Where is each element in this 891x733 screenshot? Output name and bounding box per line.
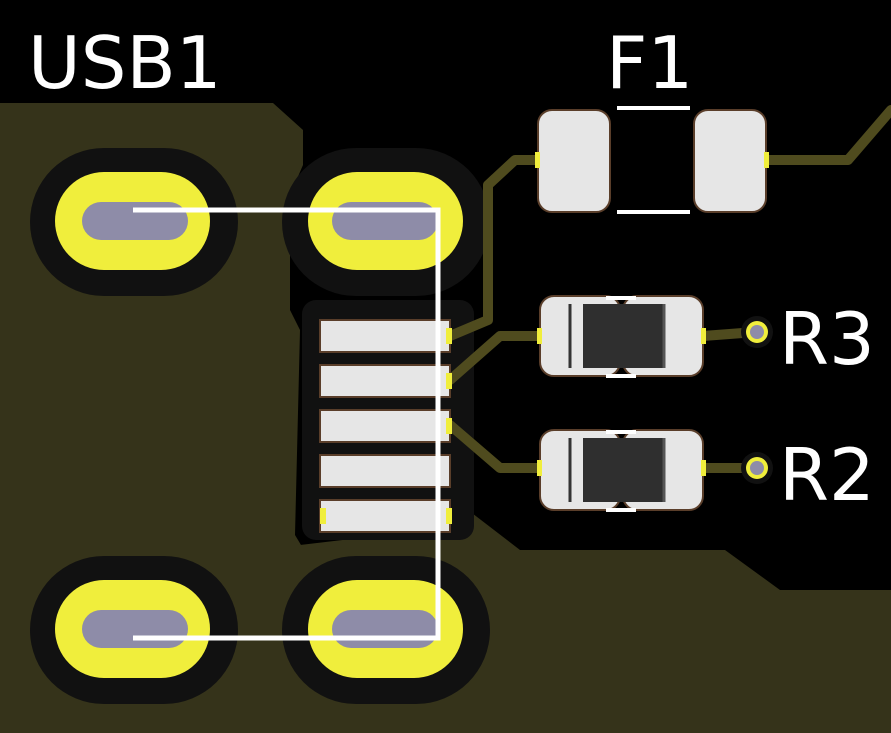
label-f1: F1: [606, 21, 693, 105]
r2-via: [741, 452, 773, 484]
usb-pin-5: [319, 499, 451, 533]
r3-via: [741, 316, 773, 348]
label-usb1: USB1: [28, 21, 222, 105]
resistor-r3: [537, 295, 706, 378]
trace-f1-out: [760, 105, 891, 165]
trace-usb-vbus-to-f1: [445, 155, 546, 341]
usb-silk-outline: [133, 207, 441, 641]
usb-pin-3: [319, 409, 451, 443]
usb-mount-pads: [55, 172, 463, 678]
trace-usb-dm-to-r3: [445, 331, 546, 385]
trace-usb-dp-to-r2: [445, 420, 546, 473]
r3-body: [583, 304, 663, 368]
r2-body: [583, 438, 663, 502]
usb-mount-pad-bottom-left: [55, 580, 210, 678]
traces: [445, 105, 891, 473]
usb-signal-pads: [319, 319, 452, 533]
usb-pin-4: [319, 454, 451, 488]
label-r3: R3: [779, 297, 875, 381]
label-r2: R2: [779, 433, 875, 517]
resistor-r2: [537, 429, 706, 512]
usb-mount-pad-top-left: [55, 172, 210, 270]
usb-pin-1: [319, 319, 451, 353]
usb-pin-2: [319, 364, 451, 398]
f1-pad-right: [693, 109, 767, 213]
fuse-f1: [535, 106, 769, 214]
f1-pad-left: [537, 109, 611, 213]
